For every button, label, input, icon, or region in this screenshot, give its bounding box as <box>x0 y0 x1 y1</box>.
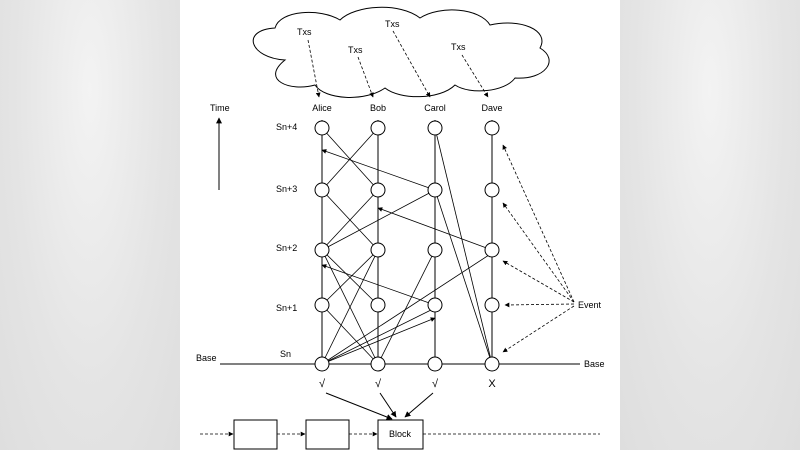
transaction-cloud <box>252 6 550 98</box>
bob-tx-label: Txs <box>348 45 363 55</box>
edge <box>377 207 493 251</box>
event-node <box>370 297 386 313</box>
event-node <box>370 242 386 258</box>
event-node <box>370 120 386 136</box>
edge <box>433 127 493 365</box>
event-node <box>314 356 330 372</box>
event-node <box>427 182 443 198</box>
block-arrow <box>404 392 434 418</box>
node-label-alice: Alice <box>312 103 332 113</box>
event-node <box>427 242 443 258</box>
event-arrow <box>502 144 575 303</box>
right-blurred-margin <box>620 0 800 450</box>
time-label: Time <box>210 103 230 113</box>
carol-vote-mark: √ <box>432 378 439 390</box>
base-label-right: Base <box>584 359 605 369</box>
alice-vote-mark: √ <box>319 378 326 390</box>
event-arrow <box>502 305 575 353</box>
level-label-sn2: Sn+2 <box>276 243 297 253</box>
level-label-sn4: Sn+4 <box>276 122 297 132</box>
alice-tx-label: Txs <box>297 27 312 37</box>
edge <box>321 252 493 365</box>
event-node <box>484 182 500 198</box>
level-label-sn: Sn <box>280 349 291 359</box>
dave-vote-mark: X <box>488 378 496 390</box>
event-label: Event <box>578 300 602 310</box>
event-node <box>427 297 443 313</box>
left-blurred-margin <box>0 0 180 450</box>
event-arrow <box>502 260 575 303</box>
event-node <box>427 356 443 372</box>
edge <box>321 127 379 191</box>
edge <box>434 189 493 365</box>
diagram-canvas: Txs Txs Txs Txs Alice Bob Carol Dave Tim… <box>180 0 620 450</box>
carol-tx-arrow <box>392 30 431 98</box>
edge <box>321 264 436 306</box>
event-node <box>370 182 386 198</box>
event-node <box>370 356 386 372</box>
edge <box>321 249 379 365</box>
event-node <box>314 120 330 136</box>
event-node <box>314 182 330 198</box>
block-label: Block <box>389 429 412 439</box>
event-arrow <box>502 202 575 303</box>
node-label-carol: Carol <box>424 103 446 113</box>
chain-block-1 <box>233 419 278 450</box>
dave-tx-arrow <box>461 54 489 98</box>
event-node <box>484 297 500 313</box>
event-node <box>484 242 500 258</box>
edge <box>321 307 436 365</box>
edge <box>321 317 436 365</box>
base-label-left: Base <box>196 353 217 363</box>
edge <box>321 304 379 365</box>
event-arrow <box>504 302 575 308</box>
edge <box>321 249 379 306</box>
bob-tx-arrow <box>357 56 374 98</box>
edge <box>321 189 436 251</box>
event-node <box>314 242 330 258</box>
dave-tx-label: Txs <box>451 42 466 52</box>
consensus-diagram: Txs Txs Txs Txs Alice Bob Carol Dave Tim… <box>196 6 605 450</box>
event-node <box>484 120 500 136</box>
edge <box>377 249 436 365</box>
bob-vote-mark: √ <box>375 378 382 390</box>
event-node <box>314 297 330 313</box>
chain-block-new <box>377 419 424 450</box>
node-label-bob: Bob <box>370 103 386 113</box>
level-label-sn1: Sn+1 <box>276 303 297 313</box>
event-node <box>427 120 443 136</box>
node-label-dave: Dave <box>481 103 502 113</box>
block-arrow <box>325 392 393 420</box>
event-node <box>484 356 500 372</box>
edge <box>321 149 436 191</box>
block-arrow <box>379 392 397 418</box>
level-label-sn3: Sn+3 <box>276 184 297 194</box>
carol-tx-label: Txs <box>385 19 400 29</box>
edge <box>321 189 379 251</box>
chain-block-2 <box>305 419 350 450</box>
